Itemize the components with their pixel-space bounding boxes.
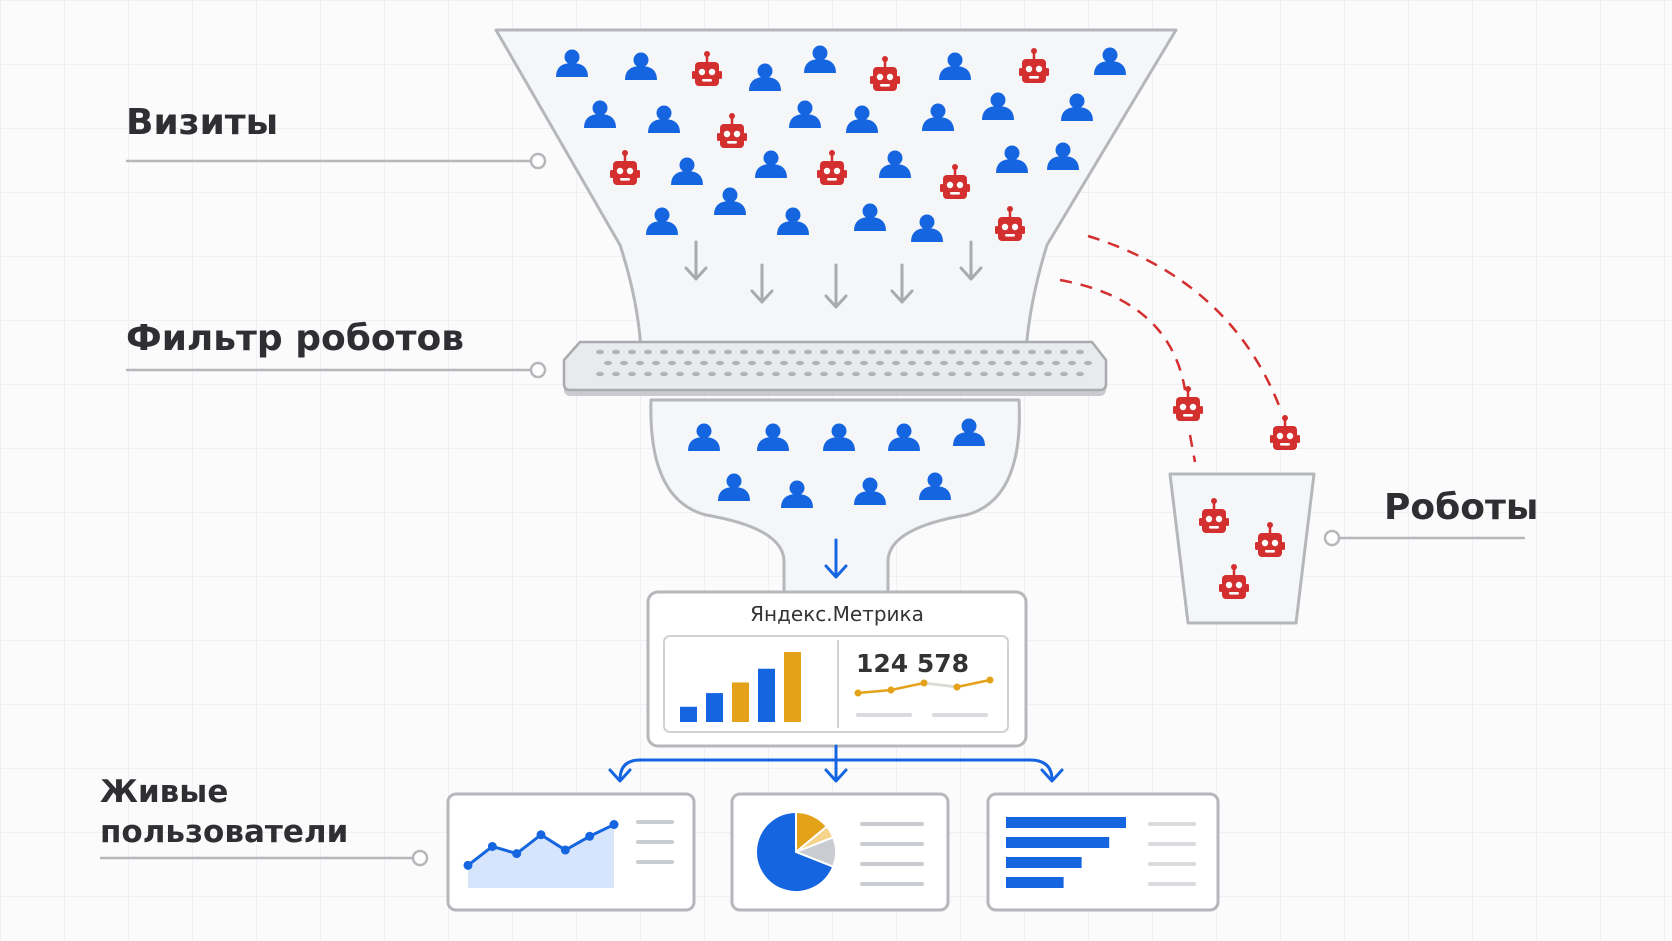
- hbar: [1006, 857, 1082, 868]
- pie-slice: [755, 810, 835, 893]
- robot-filter-plate: [562, 340, 1108, 396]
- line-chart-point: [536, 830, 546, 840]
- robots-bin: [1168, 472, 1316, 625]
- sparkline-point: [953, 683, 961, 691]
- leader-dot-filter: [529, 361, 547, 379]
- metrika-bar: [758, 668, 775, 722]
- line-chart-point: [487, 841, 497, 851]
- down-arrow-icon: [890, 263, 914, 304]
- robot-icon: [1268, 413, 1302, 452]
- sparkline-point: [854, 689, 862, 697]
- label-visits: Визиты: [126, 102, 279, 143]
- leader-dot-visits: [529, 152, 547, 170]
- sparkline-point: [920, 679, 928, 687]
- report-card-line-chart: [446, 792, 696, 912]
- report-card-bar-list: [986, 792, 1220, 912]
- hbar: [1006, 837, 1110, 848]
- label-robot-filter: Фильтр роботов: [126, 318, 464, 359]
- metrika-sparkline: [854, 676, 994, 697]
- line-chart-point: [560, 845, 570, 855]
- label-live-users-line1: Живые: [100, 774, 229, 810]
- line-chart-point: [463, 860, 473, 870]
- metrika-bar: [680, 706, 697, 722]
- down-arrow-icon: [684, 240, 708, 281]
- down-arrow-icon: [824, 263, 848, 309]
- sparkline-point: [887, 686, 895, 694]
- down-arrow-icon: [959, 240, 983, 281]
- line-chart-point: [512, 849, 522, 859]
- metrika-bar: [732, 682, 749, 722]
- robot-eject-paths: [1059, 234, 1282, 463]
- metrika-bar: [784, 652, 801, 722]
- sparkline-point: [986, 676, 994, 684]
- leader-lines: [100, 152, 1525, 867]
- sparkline-gap: [923, 681, 958, 689]
- label-live-users-line2: пользователи: [100, 814, 349, 850]
- metrika-title: Яндекс.Метрика: [750, 602, 924, 626]
- line-chart-point: [609, 820, 619, 830]
- metrika-bar: [706, 693, 723, 722]
- hbar: [1006, 817, 1126, 828]
- flow-arrows: [684, 240, 983, 309]
- down-arrow-icon: [824, 538, 848, 579]
- report-card-pie-chart: [730, 792, 950, 912]
- robot-icon: [1171, 384, 1205, 423]
- label-live-users: Живые пользователи: [100, 772, 348, 852]
- branch-arrows: [608, 744, 1064, 783]
- leader-dot-live: [411, 849, 429, 867]
- line-chart-area: [468, 824, 614, 888]
- metrika-bar-chart: [680, 652, 801, 722]
- line-chart-point: [585, 831, 595, 841]
- leader-dot-robots: [1323, 529, 1341, 547]
- label-robots: Роботы: [1384, 487, 1539, 528]
- down-arrow-icon: [750, 263, 774, 304]
- hbar: [1006, 877, 1064, 888]
- metrika-counter: 124 578: [856, 649, 969, 678]
- metrika-panel: Яндекс.Метрика 124 578: [646, 590, 1028, 748]
